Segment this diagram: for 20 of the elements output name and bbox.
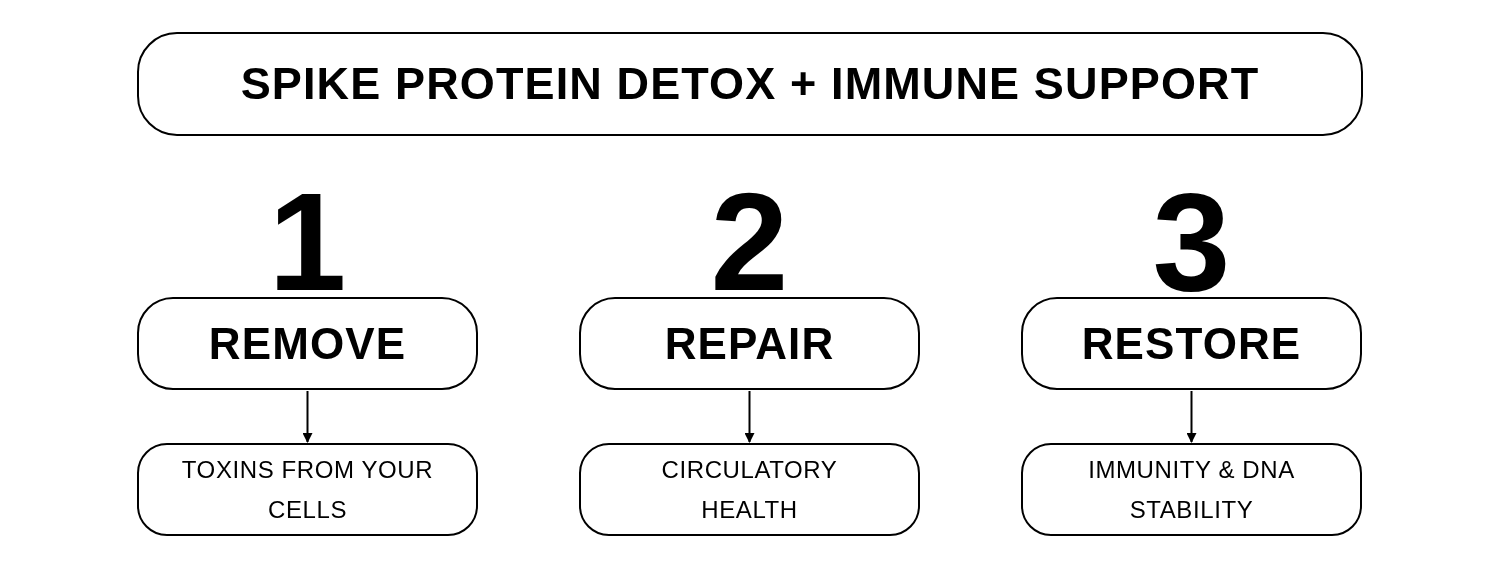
detail-box [137, 443, 478, 536]
box-text: REMOVE [208, 317, 407, 370]
arrow [744, 390, 755, 443]
detail-box [579, 443, 920, 536]
title-box [137, 32, 1363, 136]
step-number: 3 [1151, 172, 1232, 312]
step-box [137, 297, 478, 390]
box-text: SPIKE PROTEIN DETOX + IMMUNE SUPPORT [240, 57, 1260, 112]
box-text: IMMUNITY & DNA STABILITY [1087, 454, 1296, 525]
box-text: REPAIR [664, 317, 835, 370]
box-text: RESTORE [1081, 317, 1302, 370]
detail-box [1021, 443, 1362, 536]
box-text: CIRCULATORY HEALTH [660, 454, 839, 525]
arrow [1186, 390, 1197, 443]
step-number: 1 [267, 172, 348, 312]
step-box [579, 297, 920, 390]
box-text: TOXINS FROM YOUR CELLS [180, 454, 435, 525]
step-box [1021, 297, 1362, 390]
step-number: 2 [709, 172, 790, 312]
arrow [302, 390, 313, 443]
